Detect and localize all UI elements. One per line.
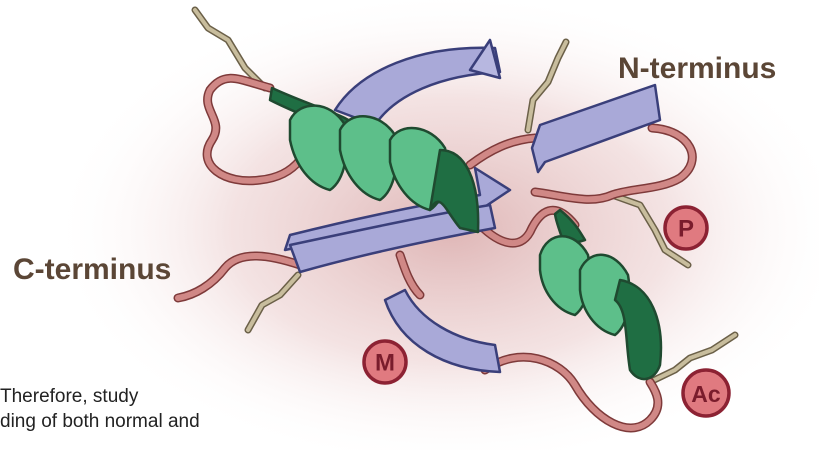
methyl-label: M xyxy=(375,350,395,377)
acetyl-label: Ac xyxy=(691,381,721,407)
modification-methyl: M xyxy=(364,341,406,383)
modification-phospho: P xyxy=(665,207,707,249)
caption-line-1: Therefore, study xyxy=(0,386,138,408)
phospho-label: P xyxy=(678,216,694,243)
caption-line-2: ding of both normal and xyxy=(0,411,200,433)
c-terminus-label: C-terminus xyxy=(13,253,171,286)
n-terminus-label: N-terminus xyxy=(618,52,776,85)
modification-acetyl: Ac xyxy=(683,370,729,416)
